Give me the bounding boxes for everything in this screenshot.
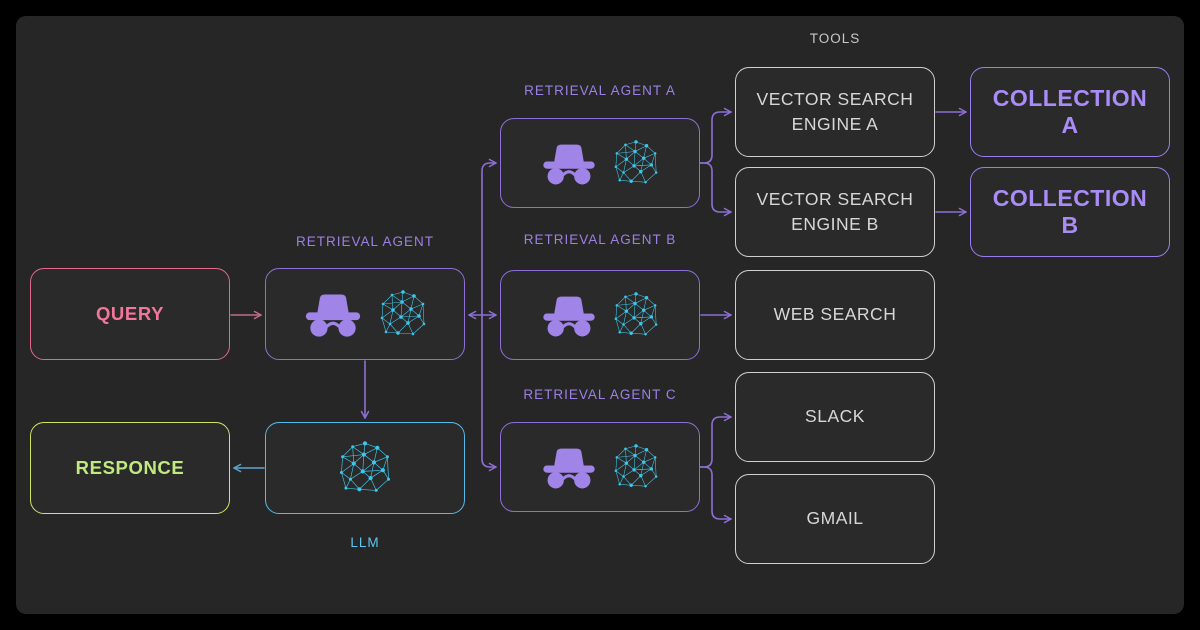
incognito-icon <box>540 141 598 185</box>
network-icon <box>378 289 428 339</box>
node-web-search: WEB SEARCH <box>735 270 935 360</box>
network-icon <box>337 440 393 496</box>
tools-label: TOOLS <box>809 31 861 46</box>
network-icon <box>612 291 660 339</box>
network-icon <box>612 443 660 491</box>
network-icon <box>612 139 660 187</box>
incognito-icon <box>540 445 598 489</box>
web-search-label: WEB SEARCH <box>773 304 897 325</box>
node-collection-b: COLLECTION B <box>970 167 1170 257</box>
node-slack: SLACK <box>735 372 935 462</box>
collection-b-label: COLLECTION B <box>992 185 1148 238</box>
incognito-icon <box>540 293 598 337</box>
collection-a-label: COLLECTION A <box>992 85 1148 138</box>
vector-search-engine-b-label: VECTOR SEARCH ENGINE B <box>756 188 914 234</box>
slack-label: SLACK <box>805 406 865 427</box>
gmail-label: GMAIL <box>806 508 864 529</box>
node-llm <box>265 422 465 514</box>
node-vector-search-engine-b: VECTOR SEARCH ENGINE B <box>735 167 935 257</box>
vector-search-engine-a-label: VECTOR SEARCH ENGINE A <box>756 88 914 134</box>
node-retrieval-agent-b <box>500 270 700 360</box>
retrieval-agent-label: RETRIEVAL AGENT <box>295 234 435 249</box>
responce-label: RESPONCE <box>75 457 185 478</box>
retrieval-agent-c-label: RETRIEVAL AGENT C <box>523 387 677 402</box>
retrieval-agent-b-label: RETRIEVAL AGENT B <box>523 232 677 247</box>
incognito-icon <box>302 291 364 337</box>
node-retrieval-agent <box>265 268 465 360</box>
node-gmail: GMAIL <box>735 474 935 564</box>
node-collection-a: COLLECTION A <box>970 67 1170 157</box>
node-responce: RESPONCE <box>30 422 230 514</box>
node-retrieval-agent-c <box>500 422 700 512</box>
node-vector-search-engine-a: VECTOR SEARCH ENGINE A <box>735 67 935 157</box>
retrieval-agent-a-label: RETRIEVAL AGENT A <box>524 83 676 98</box>
query-label: QUERY <box>95 303 165 324</box>
llm-label: LLM <box>350 535 380 550</box>
node-retrieval-agent-a <box>500 118 700 208</box>
node-query: QUERY <box>30 268 230 360</box>
